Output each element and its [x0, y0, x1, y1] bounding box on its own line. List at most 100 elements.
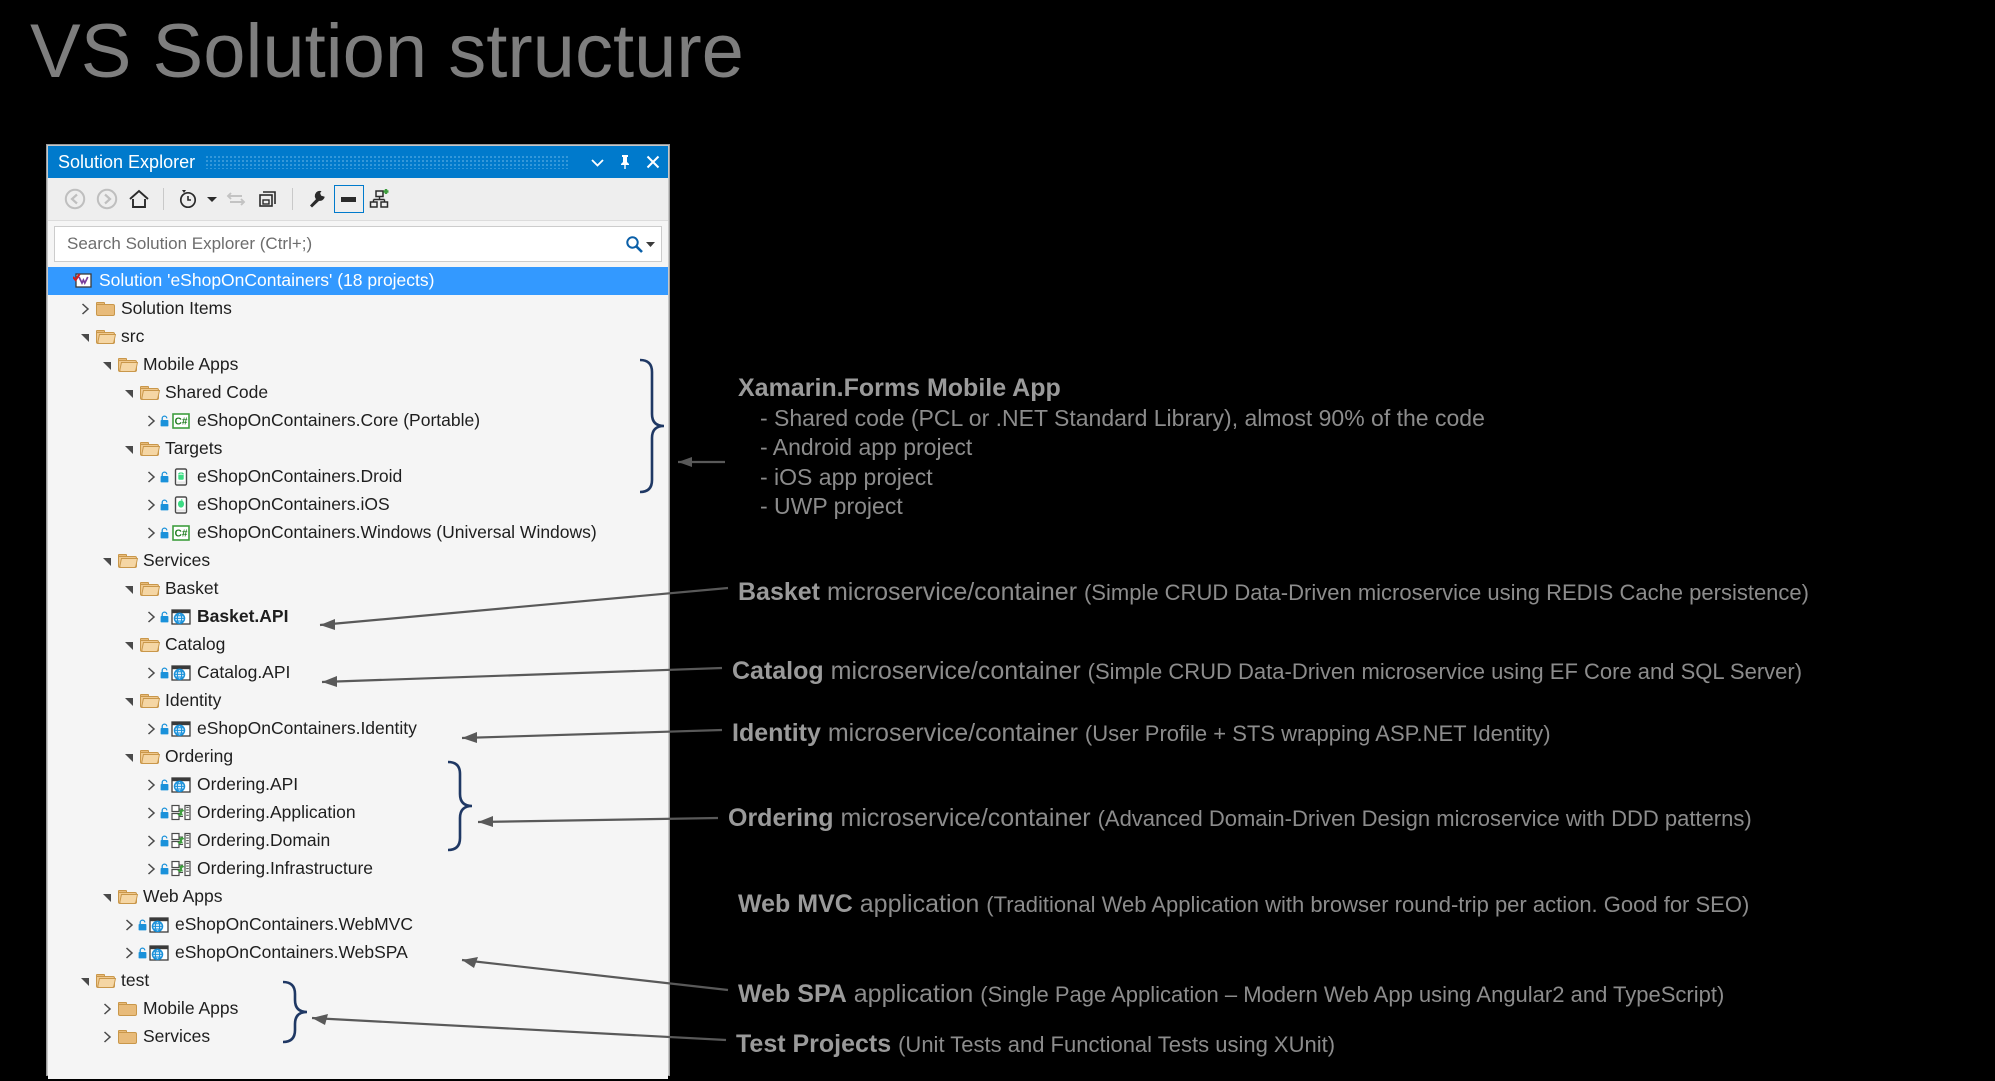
chevron-down-icon[interactable] [588, 152, 606, 172]
tree-item[interactable]: Shared Code [48, 379, 668, 407]
expander-collapsed-icon[interactable] [98, 1031, 116, 1043]
collapse-all-icon[interactable] [334, 185, 364, 213]
expander-collapsed-icon[interactable] [98, 1003, 116, 1015]
expander-collapsed-icon[interactable] [142, 723, 160, 735]
expander-collapsed-icon[interactable] [142, 863, 160, 875]
folder-open-icon-wrap [116, 551, 138, 571]
back-icon[interactable] [60, 184, 90, 214]
tree-item[interactable]: Services [48, 547, 668, 575]
tree-item[interactable]: C#eShopOnContainers.Windows (Universal W… [48, 519, 668, 547]
folder-open-icon-wrap [94, 327, 116, 347]
expander-expanded-icon[interactable] [120, 696, 138, 707]
folder-open-icon [95, 330, 115, 344]
lock-icon [138, 947, 147, 959]
tree-item[interactable]: Web Apps [48, 883, 668, 911]
tree-item[interactable]: eShopOnContainers.WebMVC [48, 911, 668, 939]
tree-item-label: Basket.API [197, 606, 289, 627]
annotation-test-projects-bold: Test Projects [736, 1030, 892, 1058]
tree-item-label: Ordering.Application [197, 802, 356, 823]
expander-collapsed-icon[interactable] [120, 919, 138, 931]
expander-collapsed-icon[interactable] [76, 303, 94, 315]
tree-item[interactable]: Mobile Apps [48, 995, 668, 1023]
expander-collapsed-icon[interactable] [142, 499, 160, 511]
search-icon[interactable] [624, 234, 655, 254]
tree-item[interactable]: Ordering.Application [48, 799, 668, 827]
annotation-web-spa-bold: Web SPA [738, 980, 847, 1008]
expander-collapsed-icon[interactable] [142, 527, 160, 539]
titlebar-drag-grip[interactable] [205, 155, 568, 169]
tree-item[interactable]: Targets [48, 435, 668, 463]
toolbar-separator [163, 188, 164, 210]
tree-item-label: Targets [165, 438, 223, 459]
pending-changes-chevron-down-icon[interactable] [205, 184, 219, 214]
close-icon[interactable] [644, 152, 662, 172]
expander-expanded-icon[interactable] [98, 556, 116, 567]
annotation-ordering-rest: microservice/container [833, 804, 1098, 832]
properties-wrench-icon[interactable] [302, 184, 332, 214]
home-icon[interactable] [124, 184, 154, 214]
expander-collapsed-icon[interactable] [142, 415, 160, 427]
expander-expanded-icon[interactable] [120, 584, 138, 595]
tree-item[interactable]: Ordering.API [48, 771, 668, 799]
folder-open-icon [117, 358, 137, 372]
expander-collapsed-icon[interactable] [142, 779, 160, 791]
forward-icon[interactable] [92, 184, 122, 214]
expander-collapsed-icon[interactable] [142, 667, 160, 679]
lock-icon [160, 611, 169, 623]
expander-collapsed-icon[interactable] [142, 471, 160, 483]
expander-expanded-icon[interactable] [120, 640, 138, 651]
solution-tree[interactable]: ·Solution 'eShopOnContainers' (18 projec… [48, 267, 668, 1079]
expander-collapsed-icon[interactable] [142, 807, 160, 819]
expander-collapsed-icon[interactable] [120, 947, 138, 959]
show-all-files-hierarchy-icon[interactable] [366, 184, 396, 214]
tree-item[interactable]: Services [48, 1023, 668, 1051]
tree-item[interactable]: Mobile Apps [48, 351, 668, 379]
tree-item[interactable]: eShopOnContainers.Identity [48, 715, 668, 743]
tree-item[interactable]: eShopOnContainers.WebSPA [48, 939, 668, 967]
expander-expanded-icon[interactable] [98, 892, 116, 903]
tree-item[interactable]: test [48, 967, 668, 995]
pending-changes-clock-icon[interactable] [173, 184, 203, 214]
tree-item-label: Ordering.Infrastructure [197, 858, 374, 879]
expander-expanded-icon[interactable] [76, 976, 94, 987]
tree-item[interactable]: C#eShopOnContainers.Core (Portable) [48, 407, 668, 435]
expander-collapsed-icon[interactable] [142, 835, 160, 847]
annotation-mobile-app: Xamarin.Forms Mobile App - Shared code (… [738, 372, 1485, 522]
tree-item[interactable]: Catalog [48, 631, 668, 659]
tree-item[interactable]: Catalog.API [48, 659, 668, 687]
tree-item-label: Identity [165, 690, 222, 711]
tree-item[interactable]: Basket.API [48, 603, 668, 631]
tree-item[interactable]: Ordering.Domain [48, 827, 668, 855]
expander-expanded-icon[interactable] [98, 360, 116, 371]
pin-icon[interactable] [616, 152, 634, 172]
tree-item[interactable]: ·Solution 'eShopOnContainers' (18 projec… [48, 267, 668, 295]
tree-item[interactable]: Identity [48, 687, 668, 715]
tree-item[interactable]: Basket [48, 575, 668, 603]
tree-item[interactable]: Ordering [48, 743, 668, 771]
folder-open-icon-wrap [138, 747, 160, 767]
tree-item[interactable]: src [48, 323, 668, 351]
tree-item[interactable]: eShopOnContainers.Droid [48, 463, 668, 491]
annotation-test-projects: Test Projects (Unit Tests and Functional… [736, 1028, 1335, 1060]
expander-expanded-icon[interactable] [120, 388, 138, 399]
search-box[interactable] [54, 226, 662, 262]
folder-open-icon-wrap [138, 635, 160, 655]
folder-open-icon-wrap [116, 887, 138, 907]
sync-with-active-document-icon[interactable] [221, 184, 251, 214]
expander-expanded-icon[interactable] [76, 332, 94, 343]
expander-expanded-icon[interactable] [120, 444, 138, 455]
expander-expanded-icon[interactable] [120, 752, 138, 763]
expander-placeholder: · [54, 275, 72, 287]
ios-project-icon [170, 495, 192, 515]
refresh-icon[interactable] [253, 184, 283, 214]
expander-collapsed-icon[interactable] [142, 611, 160, 623]
lock-icon [160, 499, 169, 511]
tree-item-label: Basket [165, 578, 219, 599]
tree-item[interactable]: Ordering.Infrastructure [48, 855, 668, 883]
tree-item-label: eShopOnContainers.iOS [197, 494, 390, 515]
search-input[interactable] [65, 233, 624, 255]
folder-open-icon-wrap [116, 355, 138, 375]
lock-icon [160, 723, 169, 735]
tree-item[interactable]: Solution Items [48, 295, 668, 323]
tree-item[interactable]: eShopOnContainers.iOS [48, 491, 668, 519]
